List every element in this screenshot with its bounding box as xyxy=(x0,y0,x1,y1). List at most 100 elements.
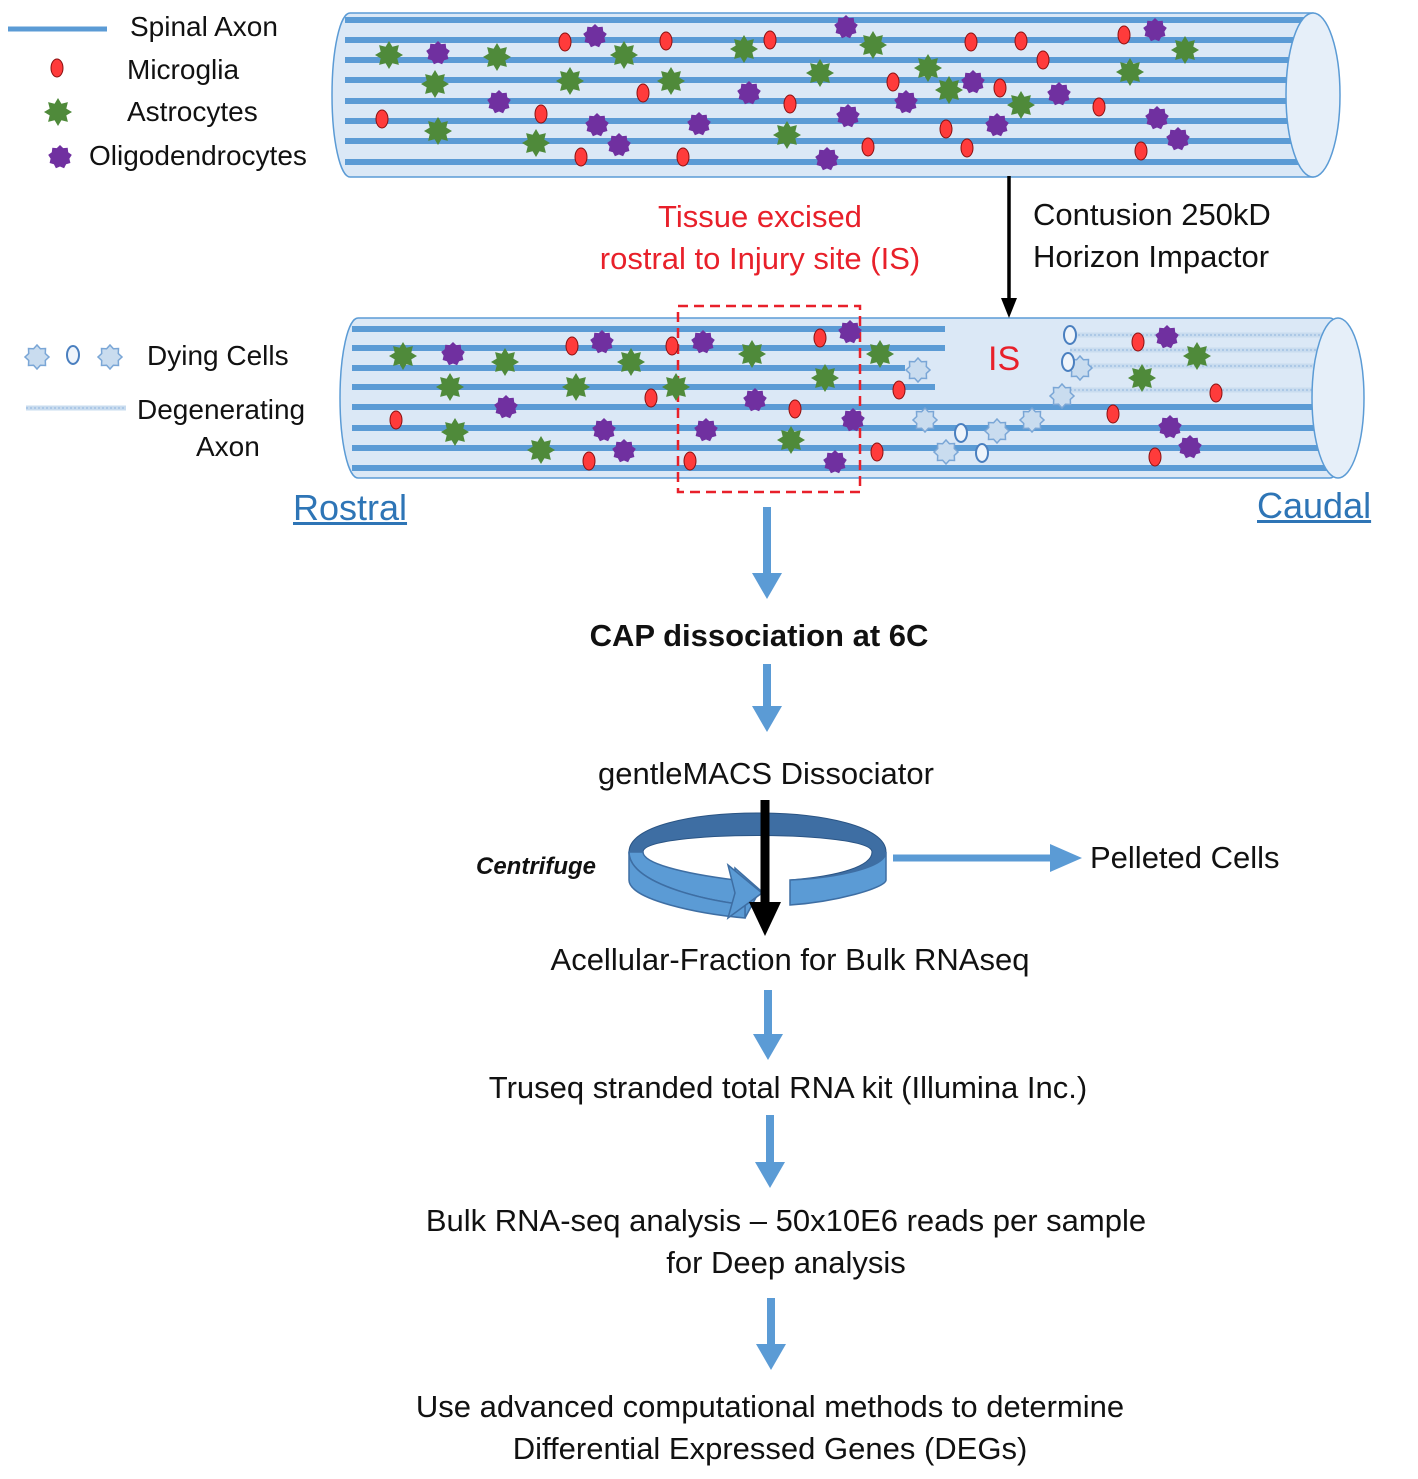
astrocyte-cell xyxy=(421,70,449,98)
dying-cell xyxy=(66,345,80,365)
microglia-cell xyxy=(939,119,953,139)
astrocyte-cell xyxy=(662,373,690,401)
dying-cell xyxy=(23,343,51,371)
astrocyte-cell xyxy=(1007,91,1035,119)
astrocyte-cell xyxy=(914,54,942,82)
oligodendrocyte-cell xyxy=(841,408,865,432)
oligodendrocyte-cell xyxy=(838,320,862,344)
oligodendrocyte-cell xyxy=(815,147,839,171)
astrocyte-cell xyxy=(806,59,834,87)
injury-site-label: IS xyxy=(988,340,1021,378)
dying-cell xyxy=(1048,382,1076,410)
step-gentlemacs: gentleMACS Dissociator xyxy=(598,756,934,791)
microglia-cell xyxy=(1131,332,1145,352)
cord-end-cap xyxy=(1311,317,1365,479)
microglia-cell xyxy=(1036,50,1050,70)
tissue-excised-note: Tissue excised rostral to Injury site (I… xyxy=(560,196,960,280)
flow-arrows xyxy=(752,176,1082,1370)
microglia-cell xyxy=(1134,141,1148,161)
astrocyte-cell xyxy=(483,43,511,71)
caudal-label: Caudal xyxy=(1257,485,1372,526)
oligodendrocyte-cell xyxy=(1047,82,1071,106)
flow-arrow-head xyxy=(755,1162,785,1188)
flow-arrow-head xyxy=(756,1344,786,1370)
microglia-cell xyxy=(886,72,900,92)
oligodendrocyte-cell xyxy=(426,41,450,65)
dying-cell xyxy=(1018,406,1046,434)
astrocyte-cell xyxy=(424,117,452,145)
oligodendrocyte-cell xyxy=(687,112,711,136)
astrocyte-cell xyxy=(436,373,464,401)
oligodendrocyte-cell xyxy=(691,330,715,354)
tissue-excised-line2: rostral to Injury site (IS) xyxy=(599,241,921,276)
oligodendrocyte-cell xyxy=(894,90,918,114)
oligodendrocyte-cell xyxy=(961,70,985,94)
legend-dying-cells-label: Dying Cells xyxy=(147,340,289,371)
microglia-cell xyxy=(683,451,697,471)
microglia-cell xyxy=(389,410,403,430)
microglia-cell xyxy=(993,78,1007,98)
astrocyte-cell xyxy=(777,426,805,454)
oligodendrocyte-cell xyxy=(1158,415,1182,439)
oligodendrocyte-cell xyxy=(48,145,72,169)
oligodendrocyte-cell xyxy=(585,113,609,137)
microglia-cell xyxy=(783,94,797,114)
astrocyte-cell xyxy=(527,436,555,464)
microglia-cell xyxy=(665,336,679,356)
flow-arrow-head xyxy=(752,706,782,732)
contusion-line2: Horizon Impactor xyxy=(1033,239,1270,274)
centrifuge-ring-side xyxy=(628,851,746,919)
microglia-cell xyxy=(813,328,827,348)
legend-microglia-label: Microglia xyxy=(127,54,240,85)
step-bulk-rnaseq: Bulk RNA-seq analysis – 50x10E6 reads pe… xyxy=(336,1200,1236,1284)
oligodendrocyte-cell xyxy=(985,113,1009,137)
oligodendrocyte-cell xyxy=(487,90,511,114)
dying-cell xyxy=(975,443,989,463)
centrifuge-down-arrow-head xyxy=(749,902,781,936)
centrifuge-arrow-tip xyxy=(726,862,764,920)
excision-box xyxy=(676,304,862,494)
microglia-cell xyxy=(763,30,777,50)
microglia-cell xyxy=(1014,31,1028,51)
step-cap-dissociation: CAP dissociation at 6C xyxy=(589,618,929,653)
legend-astrocytes-label: Astrocytes xyxy=(127,96,258,127)
oligodendrocyte-cell xyxy=(1155,325,1179,349)
contusion-arrow-head xyxy=(1001,298,1017,318)
microglia-cell xyxy=(870,442,884,462)
astrocyte-cell xyxy=(522,129,550,157)
centrifuge-graphic xyxy=(628,800,887,936)
legend-axon-label: Axon xyxy=(196,431,260,462)
legend-oligodendrocytes-label: Oligodendrocytes xyxy=(89,140,307,171)
astrocyte-cell xyxy=(1183,342,1211,370)
oligodendrocyte-cell xyxy=(823,450,847,474)
dying-cell xyxy=(96,343,124,371)
astrocyte-cell xyxy=(811,364,839,392)
centrifuge-label: Centrifuge xyxy=(476,853,596,880)
oligodendrocyte-cell xyxy=(1166,127,1190,151)
tissue-excised-line1: Tissue excised xyxy=(658,199,862,234)
astrocyte-cell xyxy=(657,67,685,95)
microglia-cell xyxy=(861,137,875,157)
microglia-cell xyxy=(788,399,802,419)
oligodendrocyte-cell xyxy=(441,342,465,366)
microglia-cell xyxy=(1117,25,1131,45)
astrocyte-cell xyxy=(389,342,417,370)
microglia-cell xyxy=(644,388,658,408)
microglia-cell xyxy=(636,83,650,103)
oligodendrocyte-cell xyxy=(1143,18,1167,42)
oligodendrocyte-cell xyxy=(494,395,518,419)
microglia-cell xyxy=(582,451,596,471)
microglia-cell xyxy=(1092,97,1106,117)
injured-spinal-cord xyxy=(339,304,1365,494)
cord-end-cap xyxy=(1285,12,1341,178)
step-acellular-fraction: Acellular-Fraction for Bulk RNAseq xyxy=(550,942,1030,977)
microglia-cell xyxy=(676,147,690,167)
oligodendrocyte-cell xyxy=(1178,435,1202,459)
rostral-label: Rostral xyxy=(293,487,408,528)
oligodendrocyte-cell xyxy=(590,330,614,354)
microglia-cell xyxy=(375,109,389,129)
step-bulk-rnaseq-line2: for Deep analysis xyxy=(666,1245,906,1280)
legend-spinal-axon-label: Spinal Axon xyxy=(130,11,278,42)
microglia-cell xyxy=(1106,404,1120,424)
